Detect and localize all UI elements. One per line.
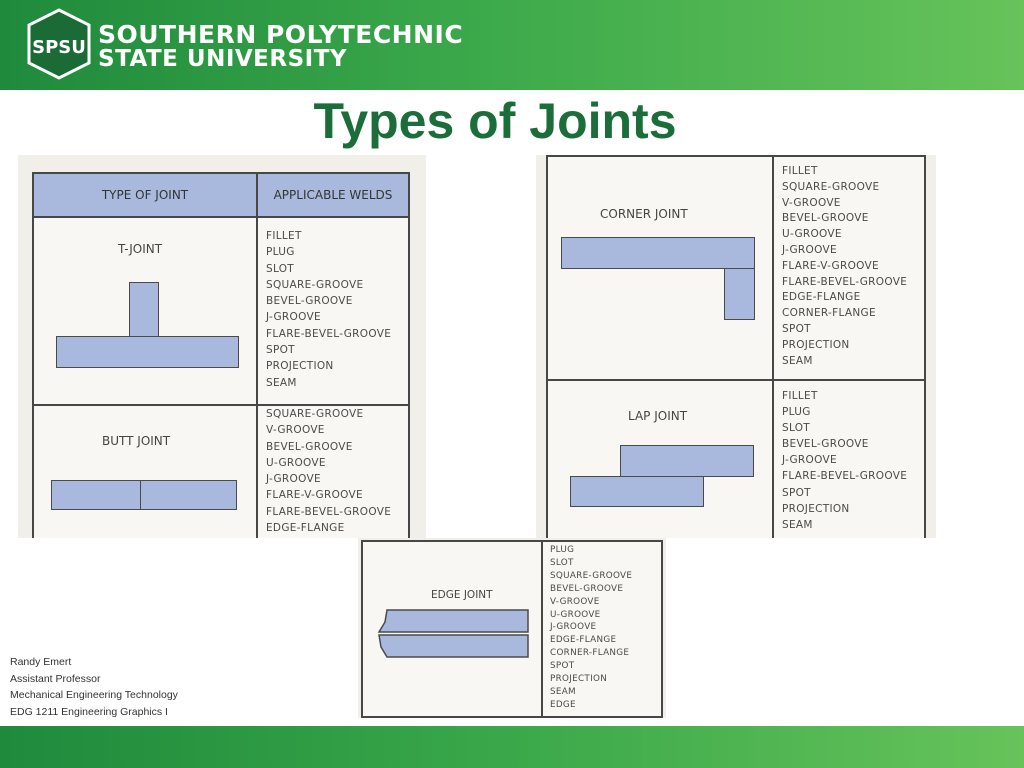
weld-item: EDGE-FLANGE [782, 291, 861, 304]
corner-joint-label: CORNER JOINT [600, 207, 688, 221]
weld-item: EDGE-FLANGE [550, 635, 617, 646]
weld-item: U-GROOVE [550, 609, 601, 620]
row-divider [34, 404, 408, 406]
weld-item: PROJECTION [782, 338, 850, 351]
weld-item: FLARE-V-GROOVE [782, 259, 879, 272]
weld-item: SQUARE-GROOVE [266, 278, 364, 291]
weld-item: PLUG [782, 406, 811, 419]
footer-banner [0, 726, 1024, 768]
weld-item: PROJECTION [266, 360, 334, 373]
t-joint-weld-list: FILLET PLUG SLOT SQUARE-GROOVE BEVEL-GRO… [266, 228, 391, 391]
weld-item: SLOT [550, 557, 574, 568]
weld-item: SQUARE-GROOVE [266, 408, 364, 420]
weld-item: PLUG [266, 246, 295, 259]
author-role: Assistant Professor [10, 672, 101, 685]
weld-item: J-GROOVE [266, 311, 321, 324]
weld-item: SEAM [550, 686, 576, 697]
edge-joint-plates-drawing [377, 609, 529, 658]
butt-joint-weld-list: SQUARE-GROOVE V-GROOVE BEVEL-GROOVE U-GR… [266, 406, 391, 536]
weld-item: CORNER-FLANGE [782, 307, 876, 320]
edge-joint-table: EDGE JOINT PLUG SLOT SQUARE-GROOVE BEVEL… [361, 540, 663, 718]
column-divider [541, 542, 543, 716]
page-title: Types of Joints [313, 93, 677, 149]
weld-item: BEVEL-GROOVE [550, 583, 624, 594]
university-name-line1: SOUTHERN POLYTECHNIC [98, 20, 464, 49]
weld-item: PROJECTION [550, 674, 608, 685]
left-scan-crop-edge [18, 538, 430, 544]
lap-joint-label: LAP JOINT [628, 409, 688, 423]
weld-item: EDGE [550, 699, 576, 710]
left-joint-table: TYPE OF JOINT APPLICABLE WELDS T-JOINT F… [32, 172, 410, 542]
t-joint-vertical-plate [129, 282, 159, 338]
corner-joint-horizontal-plate [561, 237, 755, 269]
author-department: Mechanical Engineering Technology [10, 689, 178, 701]
weld-item: SPOT [266, 344, 295, 357]
lap-joint-lower-plate [570, 476, 704, 507]
weld-item: SEAM [782, 354, 813, 367]
weld-item: FLARE-BEVEL-GROOVE [266, 505, 392, 518]
author-name: Randy Emert [10, 656, 72, 668]
author-credits: Randy Emert Assistant Professor Mechanic… [10, 654, 178, 720]
weld-item: FLARE-V-GROOVE [266, 489, 363, 502]
row-divider [548, 379, 924, 381]
weld-item: FILLET [782, 390, 818, 402]
weld-item: FILLET [266, 230, 302, 242]
weld-item: BEVEL-GROOVE [782, 438, 869, 451]
corner-joint-vertical-plate [724, 268, 755, 320]
weld-item: BEVEL-GROOVE [782, 212, 869, 225]
lap-joint-weld-list: FILLET PLUG SLOT BEVEL-GROOVE J-GROOVE F… [782, 388, 907, 533]
weld-item: SQUARE-GROOVE [550, 570, 633, 581]
header-divider [34, 216, 408, 218]
weld-item: V-GROOVE [782, 196, 841, 209]
header-banner: SPSU SOUTHERN POLYTECHNIC STATE UNIVERSI… [0, 0, 1024, 90]
weld-item: U-GROOVE [782, 228, 842, 241]
weld-item: FLARE-BEVEL-GROOVE [782, 275, 908, 288]
butt-joint-plate-left [51, 480, 141, 510]
weld-item: BEVEL-GROOVE [266, 440, 353, 453]
corner-joint-weld-list: FILLET SQUARE-GROOVE V-GROOVE BEVEL-GROO… [782, 164, 907, 369]
weld-item: FLARE-BEVEL-GROOVE [782, 470, 908, 483]
weld-item: SLOT [782, 422, 811, 435]
weld-item: U-GROOVE [266, 456, 326, 469]
weld-item: SPOT [782, 486, 811, 499]
edge-joint-label: EDGE JOINT [431, 589, 493, 601]
column-divider [772, 157, 774, 543]
university-name-line2: STATE UNIVERSITY [98, 46, 348, 72]
edge-joint-weld-list: PLUG SLOT SQUARE-GROOVE BEVEL-GROOVE V-G… [550, 544, 632, 712]
butt-joint-plate-right [140, 480, 237, 510]
lap-joint-upper-plate [620, 445, 754, 477]
t-joint-label: T-JOINT [118, 242, 163, 256]
weld-item: SQUARE-GROOVE [782, 180, 880, 193]
right-scan-crop-edge [536, 538, 940, 544]
weld-item: SPOT [550, 661, 575, 672]
weld-item: SLOT [266, 262, 295, 275]
weld-item: FLARE-BEVEL-GROOVE [266, 327, 392, 340]
weld-item: SEAM [782, 518, 813, 531]
weld-item: J-GROOVE [550, 622, 597, 633]
column-header-type: TYPE OF JOINT [34, 174, 256, 216]
weld-item: V-GROOVE [266, 424, 325, 437]
spsu-shield-logo: SPSU [27, 8, 91, 80]
weld-item: EDGE-FLANGE [266, 522, 345, 535]
weld-item: CORNER-FLANGE [550, 648, 630, 659]
right-joint-table: CORNER JOINT FILLET SQUARE-GROOVE V-GROO… [546, 155, 926, 543]
weld-item: BEVEL-GROOVE [266, 295, 353, 308]
weld-item: V-GROOVE [550, 596, 600, 607]
logo-text: SPSU [32, 37, 86, 58]
weld-item: J-GROOVE [266, 473, 321, 486]
weld-item: SPOT [782, 322, 811, 335]
weld-item: PROJECTION [782, 502, 850, 515]
column-header-welds: APPLICABLE WELDS [258, 174, 408, 216]
butt-joint-label: BUTT JOINT [102, 434, 171, 448]
weld-item: J-GROOVE [782, 243, 837, 256]
weld-item: SEAM [266, 376, 297, 389]
weld-item: PLUG [550, 545, 575, 555]
weld-item: FILLET [782, 165, 818, 177]
weld-item: J-GROOVE [782, 454, 837, 467]
course-name: EDG 1211 Engineering Graphics I [10, 705, 168, 718]
t-joint-base-plate [56, 336, 239, 368]
column-divider [256, 174, 258, 542]
